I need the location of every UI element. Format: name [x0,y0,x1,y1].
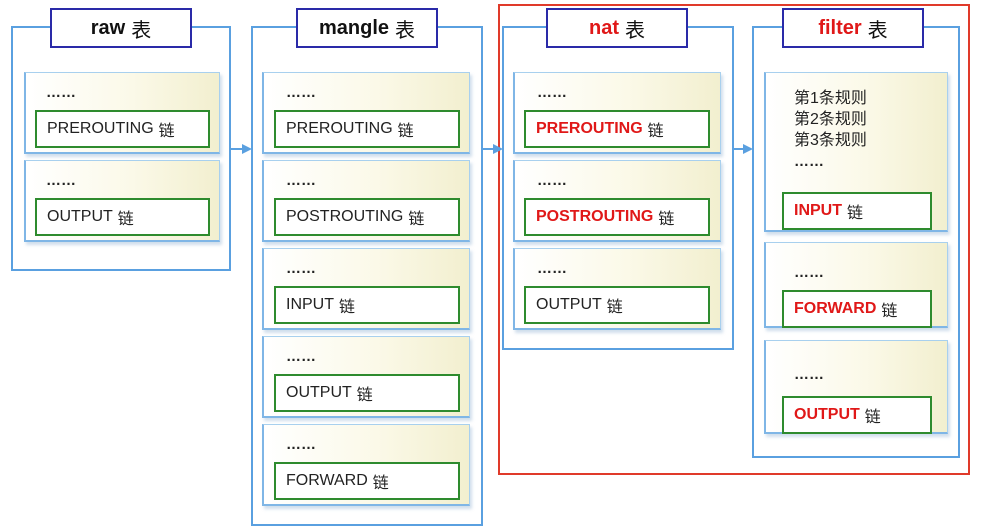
filter-forward-chain: FORWARD 链 [782,290,932,328]
table-name: mangle [318,16,390,39]
mangle-output-chain: OUTPUT 链 [274,374,460,412]
mangle-table-title: mangle 表 [296,8,438,48]
chain-suffix: 链 [117,211,134,228]
table-suffix: 表 [395,19,416,42]
nat-output-chain: OUTPUT 链 [524,286,710,324]
chain-suffix: 链 [658,211,675,228]
rule-line: 第1条规则 [794,90,867,107]
chain-name: PREROUTING [286,120,393,137]
chain-suffix: 链 [847,205,864,222]
chain-suffix: 链 [356,387,373,404]
table-suffix: 表 [131,19,152,42]
chain-name: POSTROUTING [536,208,654,225]
nat-filter-highlight-box [498,4,970,475]
nat-prerouting-chain: PREROUTING 链 [524,110,710,148]
nat-postrouting-chain: POSTROUTING 链 [524,198,710,236]
rules-ellipsis: …… [537,84,567,101]
filter-input-chain: INPUT 链 [782,192,932,230]
rule-line: …… [794,153,824,170]
chain-suffix: 链 [408,211,425,228]
raw-prerouting-chain: PREROUTING 链 [35,110,210,148]
rules-ellipsis: …… [46,84,76,101]
table-name: raw [90,16,126,39]
filter-output-chain: OUTPUT 链 [782,396,932,434]
chain-name: PREROUTING [47,120,154,137]
chain-name: POSTROUTING [286,208,404,225]
chain-suffix: 链 [606,299,623,316]
chain-suffix: 链 [647,123,664,140]
rules-ellipsis: …… [286,172,316,189]
mangle-postrouting-chain: POSTROUTING 链 [274,198,460,236]
filter-table-title: filter 表 [782,8,924,48]
chain-name: OUTPUT [794,406,860,423]
chain-suffix: 链 [881,303,898,320]
chain-name: INPUT [286,296,334,313]
rules-ellipsis: …… [537,172,567,189]
table-suffix: 表 [625,19,645,42]
chain-name: OUTPUT [286,384,352,401]
chain-name: FORWARD [286,472,368,489]
nat-table-title: nat 表 [546,8,688,48]
mangle-forward-chain: FORWARD 链 [274,462,460,500]
rules-ellipsis: …… [46,172,76,189]
rules-ellipsis: …… [286,348,316,365]
mangle-input-chain: INPUT 链 [274,286,460,324]
chain-name: OUTPUT [47,208,113,225]
raw-output-chain: OUTPUT 链 [35,198,210,236]
chain-name: INPUT [794,202,842,219]
chain-name: FORWARD [794,300,877,317]
rules-ellipsis: …… [794,366,824,383]
chain-suffix: 链 [864,409,881,426]
rules-ellipsis: …… [286,84,316,101]
chain-name: OUTPUT [536,296,602,313]
raw-table-title: raw 表 [50,8,192,48]
mangle-prerouting-chain: PREROUTING 链 [274,110,460,148]
table-name: filter [818,16,862,39]
rule-line: 第2条规则 [794,111,867,128]
rule-line: 第3条规则 [794,132,867,149]
rules-ellipsis: …… [286,260,316,277]
chain-suffix: 链 [397,123,414,140]
rules-ellipsis: …… [794,264,824,281]
filter-input-rules: 第1条规则 第2条规则 第3条规则 …… [794,88,867,172]
chain-name: PREROUTING [536,120,643,137]
table-name: nat [589,16,619,39]
chain-suffix: 链 [372,475,389,492]
rules-ellipsis: …… [286,436,316,453]
chain-suffix: 链 [339,299,356,316]
table-suffix: 表 [867,19,888,42]
chain-suffix: 链 [158,123,175,140]
rules-ellipsis: …… [537,260,567,277]
